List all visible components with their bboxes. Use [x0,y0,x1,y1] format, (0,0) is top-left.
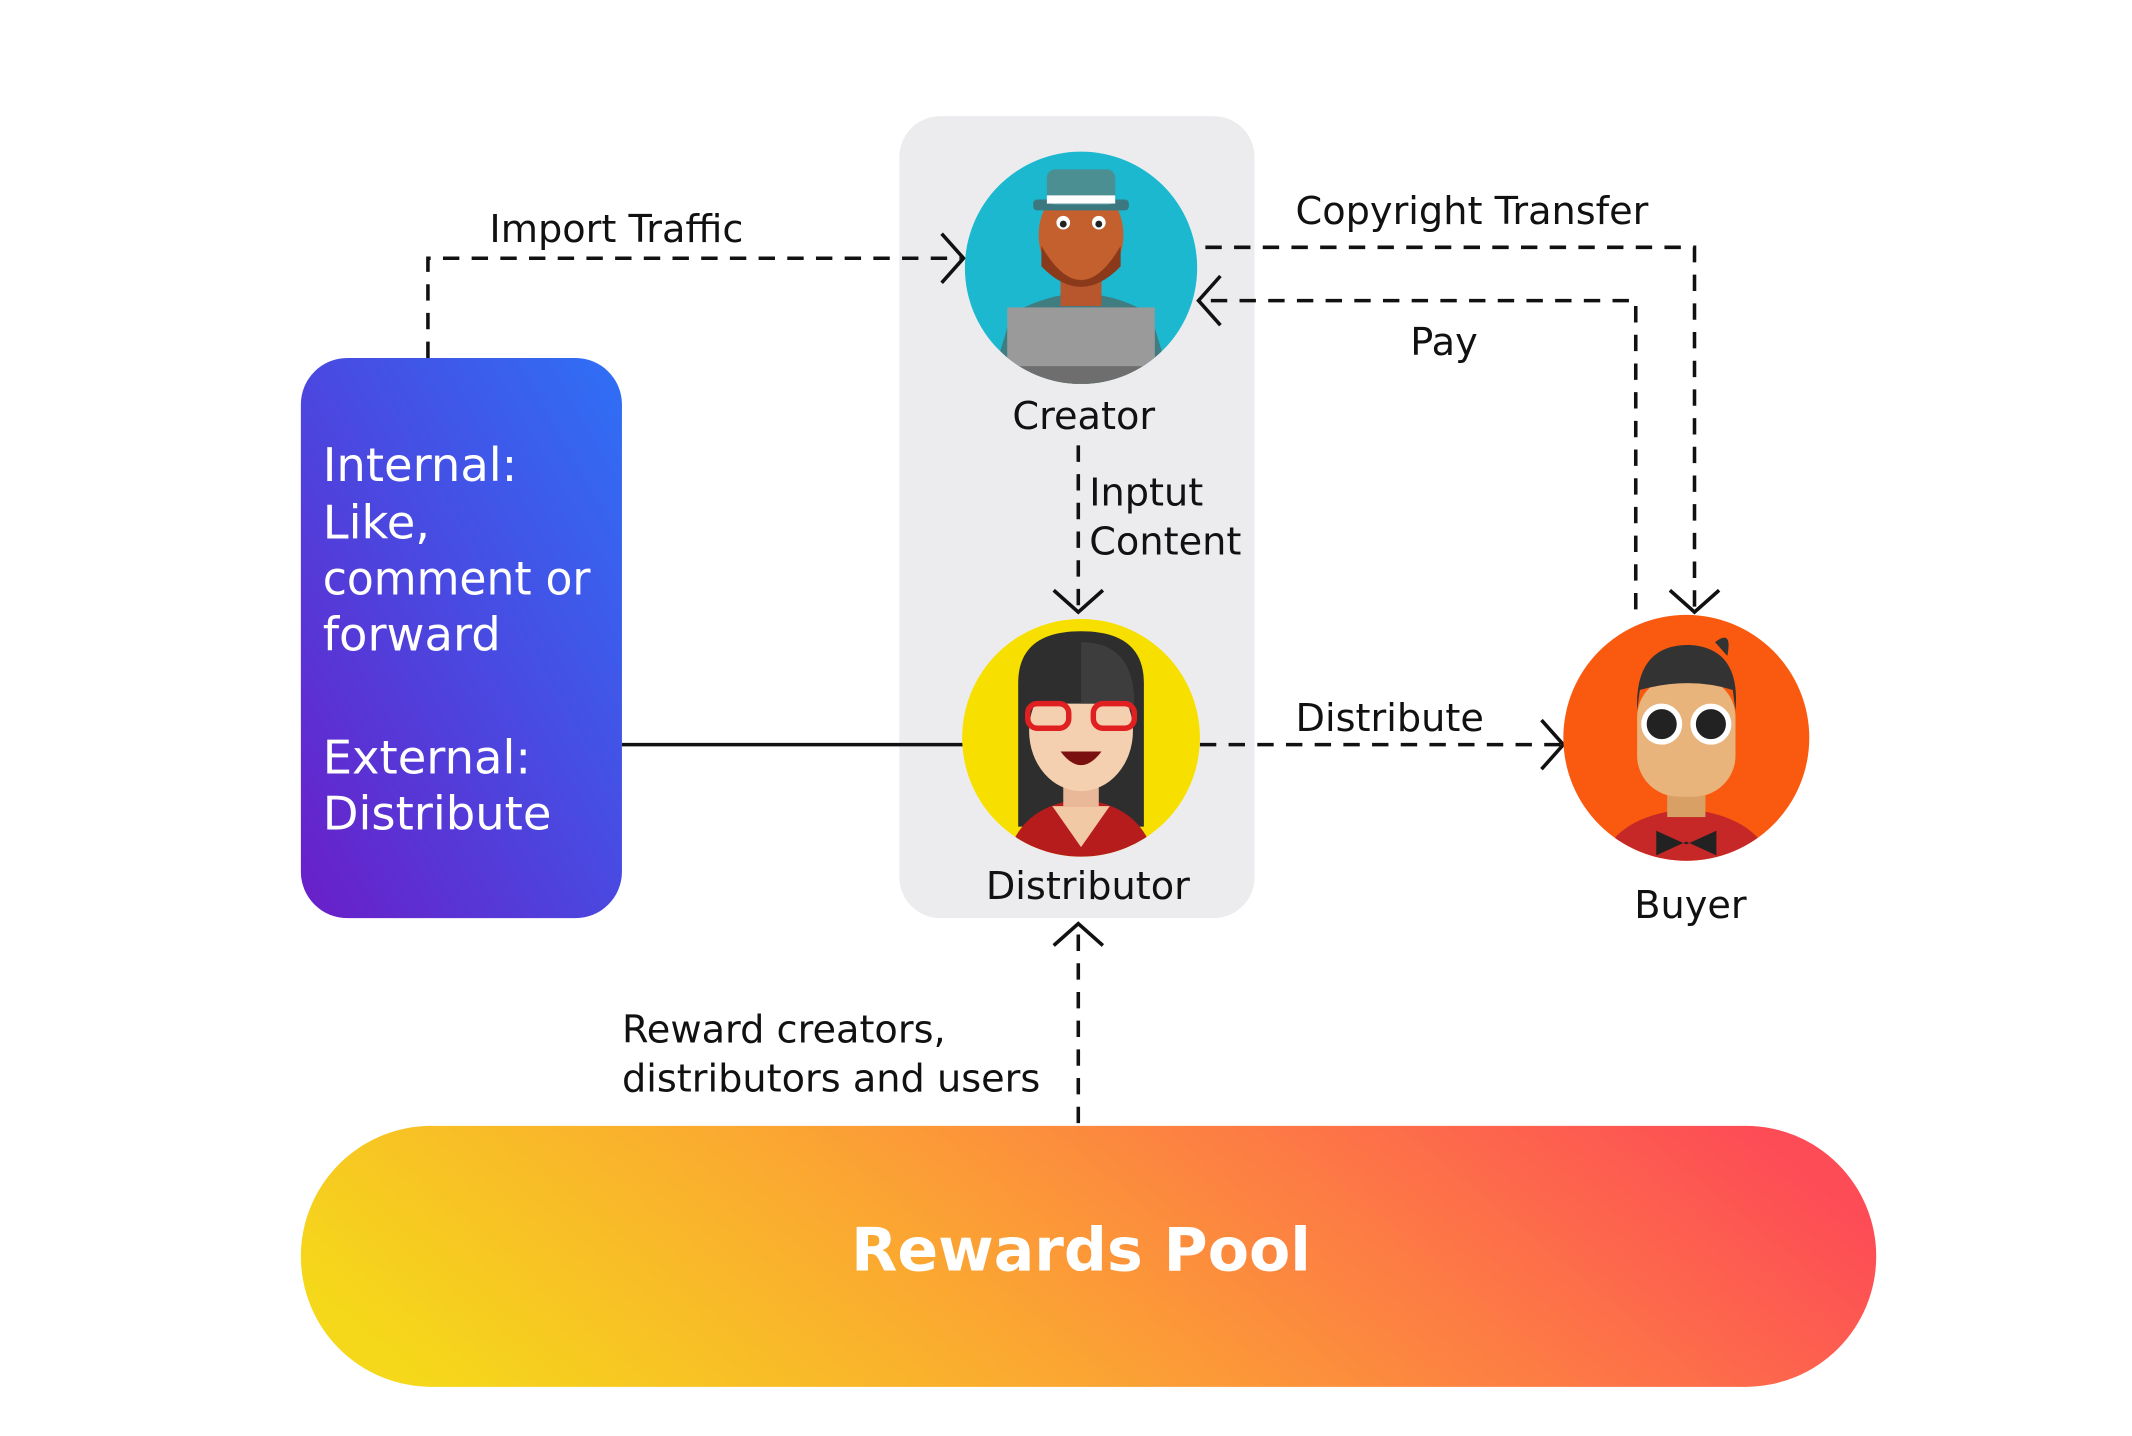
pay-label: Pay [1410,320,1477,365]
engagement-box: Internal: Like, comment or forward Exter… [300,357,622,919]
edge-input-content [1052,445,1105,615]
edge-reward [1052,921,1105,1124]
edge-pay [1196,274,1638,610]
engagement-line: forward [323,607,501,661]
engagement-line: comment or [323,551,592,605]
copyright-transfer-label: Copyright Transfer [1296,189,1649,234]
engagement-line: Distribute [323,786,552,840]
import-traffic-label: Import Traffic [489,207,743,252]
distribute-label: Distribute [1296,696,1484,741]
distributor-label: Distributor [986,864,1190,909]
reward-label: Reward creators, [622,1008,946,1053]
engagement-line: Like, [323,495,430,549]
engagement-line: Internal: [323,438,518,492]
creator-avatar [964,151,1198,384]
buyer-avatar [1563,614,1810,861]
input-content-label: Content [1089,520,1241,565]
buyer-label: Buyer [1634,883,1747,928]
rewards-pool-label: Rewards Pool [851,1216,1311,1286]
creator-label: Creator [1012,394,1155,439]
rewards-pool: Rewards Pool [300,1125,1877,1387]
input-content-label: Inptut [1089,471,1203,516]
distributor-avatar [962,618,1200,857]
reward-label: distributors and users [622,1057,1040,1102]
edge-copyright-transfer [1205,245,1721,615]
edge-import-traffic [426,232,966,358]
edge-distribute [1199,718,1566,771]
engagement-line: External: [323,730,531,784]
